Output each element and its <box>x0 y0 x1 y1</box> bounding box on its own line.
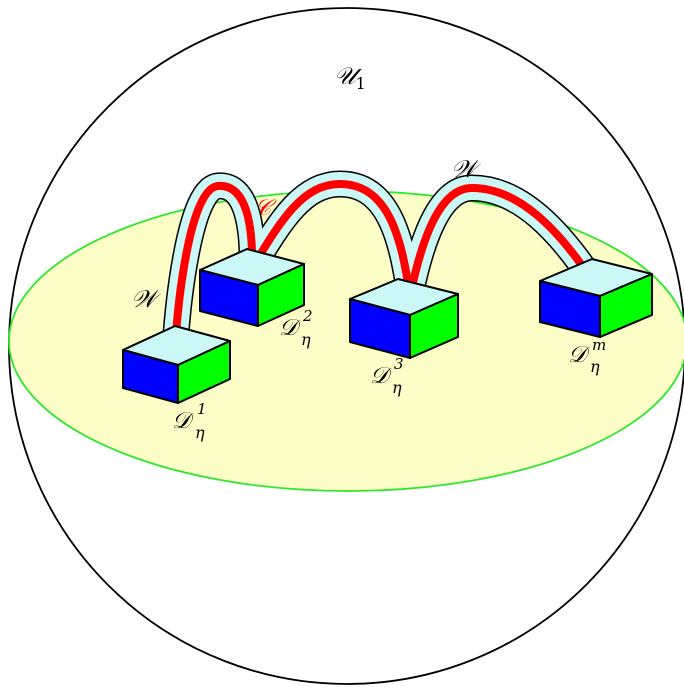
svg-text:2: 2 <box>302 307 313 325</box>
svg-text:𝒟: 𝒟 <box>370 363 393 389</box>
box-d1-side <box>177 340 231 404</box>
box-d1 <box>122 325 231 404</box>
box-dm <box>539 258 653 338</box>
svg-text:η: η <box>301 330 311 349</box>
box-dm-side <box>599 273 653 338</box>
label-universe: 𝒰1 <box>334 62 366 93</box>
label-d2: 𝒟 2 η <box>279 307 313 349</box>
curve-c <box>171 180 596 349</box>
svg-text:𝒟: 𝒟 <box>279 315 302 341</box>
box-d3 <box>349 278 459 359</box>
equatorial-plane <box>8 190 684 492</box>
label-d3: 𝒟 3 η <box>370 355 404 397</box>
svg-text:η: η <box>195 423 205 442</box>
box-d3-side <box>409 293 459 359</box>
svg-text:1: 1 <box>197 400 207 418</box>
svg-text:𝒟: 𝒟 <box>568 342 591 368</box>
box-d2 <box>199 248 305 327</box>
svg-text:3: 3 <box>394 355 404 373</box>
svg-text:m: m <box>592 336 606 354</box>
label-d1: 𝒟 1 η <box>172 400 207 442</box>
svg-text:𝒟: 𝒟 <box>172 408 195 434</box>
tube-network <box>161 170 604 349</box>
svg-text:η: η <box>392 378 402 397</box>
svg-text:η: η <box>590 357 600 376</box>
label-dm: 𝒟 m η <box>568 336 606 376</box>
box-d2-side <box>257 263 305 327</box>
